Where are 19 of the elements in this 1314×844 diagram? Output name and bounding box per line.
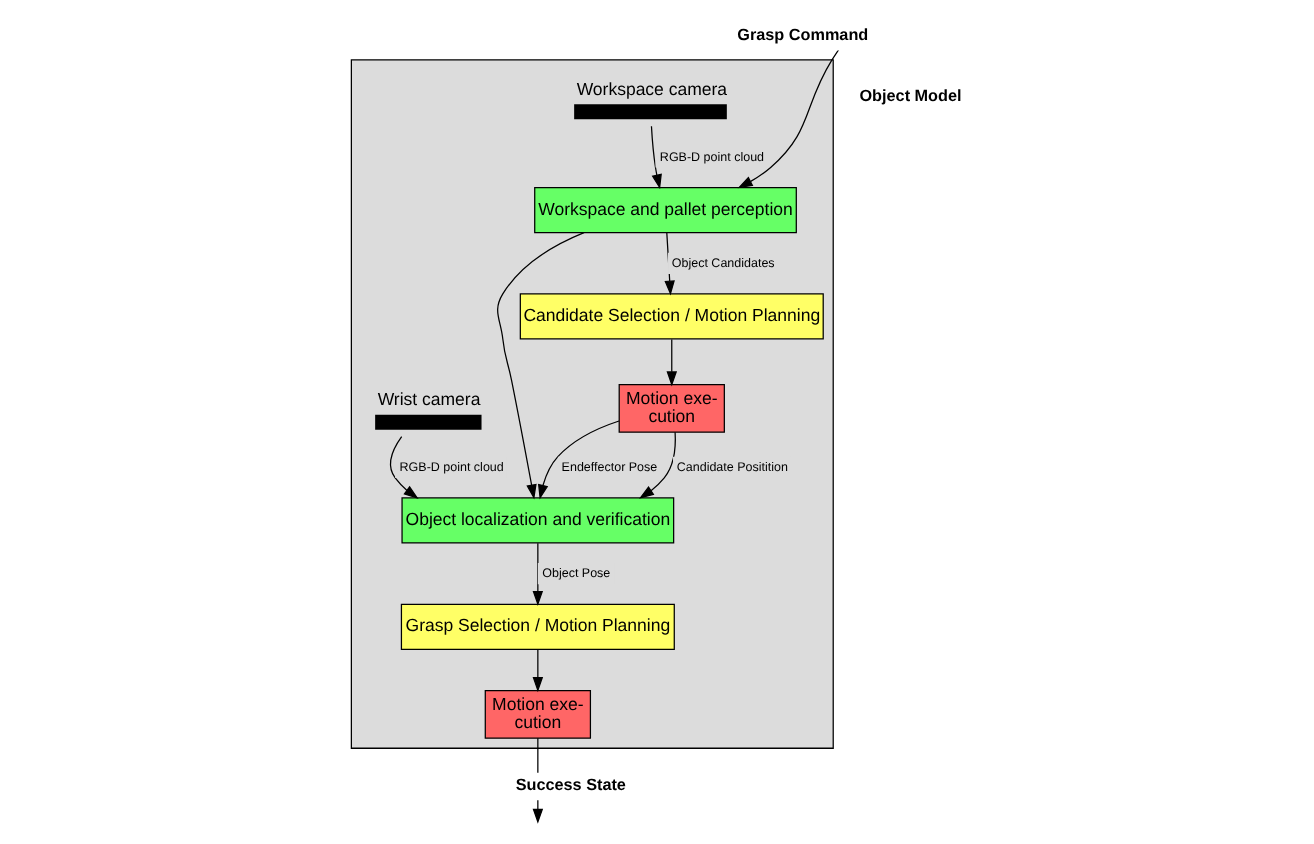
node-box xyxy=(374,413,481,429)
node-box: Workspace and pallet perception xyxy=(533,185,796,233)
arrow xyxy=(496,231,584,499)
node-box xyxy=(573,103,726,119)
node-box: Motion exe- cution xyxy=(483,689,591,738)
arrow xyxy=(665,337,677,386)
arrow xyxy=(531,541,543,605)
node-label: Workspace camera xyxy=(575,77,727,98)
arrow xyxy=(649,124,661,189)
node-box: Candidate Selection / Motion Planning xyxy=(518,292,823,339)
arrow xyxy=(388,435,418,498)
node-label: Wrist camera xyxy=(376,387,480,408)
arrow xyxy=(638,430,675,498)
node-box: Object localization and verification xyxy=(400,496,674,543)
node-box: Grasp Selection / Motion Planning xyxy=(399,602,674,649)
node-box: Motion exe- cution xyxy=(617,383,724,432)
arrow xyxy=(531,647,543,692)
cluster xyxy=(349,58,833,748)
arrow xyxy=(536,419,619,499)
